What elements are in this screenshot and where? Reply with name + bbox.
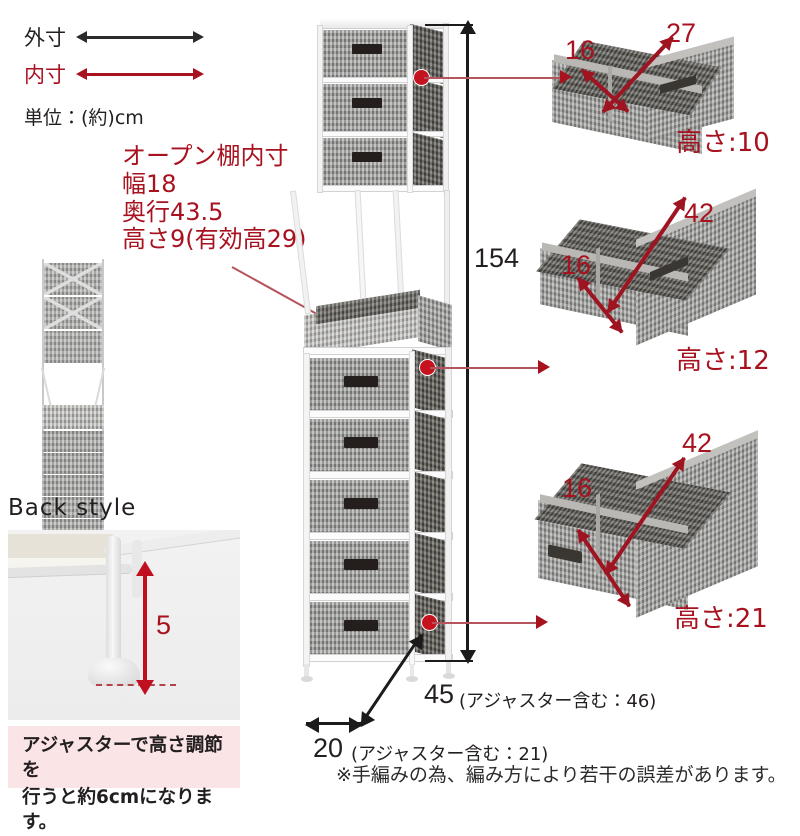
- basket-middle-height-label: 高さ:12: [676, 346, 770, 376]
- basket-middle-depth-value: 42: [684, 198, 715, 228]
- drawer-5-tag: [344, 437, 378, 448]
- drawer-7-tag: [344, 559, 378, 570]
- legend-outer-arrow-icon: [76, 30, 204, 43]
- drawer-2: [322, 84, 410, 132]
- legend-outer-label: 外寸: [24, 26, 66, 50]
- leader-dot-basket-top: [414, 70, 429, 85]
- pink-note-line1: アジャスターで高さ調節を: [22, 735, 223, 781]
- adjuster-gap-value: 5: [156, 610, 172, 640]
- basket-bottom-height-label: 高さ:21: [674, 604, 768, 634]
- drawer-3-tag: [352, 152, 382, 162]
- adjuster-gap-dimension: [136, 561, 154, 695]
- open-shelf-title: オープン棚内寸: [122, 142, 289, 170]
- leader-head-basket-bottom: [536, 615, 548, 629]
- leader-dot-basket-middle: [420, 360, 435, 375]
- open-shelf-spec: オープン棚内寸 幅18 奥行43.5 高さ9(有効高29): [122, 142, 307, 254]
- open-shelf-width: 幅18: [122, 169, 177, 198]
- width-value: 20: [313, 733, 344, 763]
- drawer-6-tag: [344, 498, 378, 509]
- open-shelf-height: 高さ9(有効高29): [122, 225, 307, 254]
- legend-unit-note: 単位：(約)cm: [24, 107, 144, 129]
- legend-inner-label: 内寸: [24, 63, 66, 87]
- basket-bottom-depth-value: 42: [682, 428, 713, 458]
- drawer-8-tag: [344, 620, 378, 631]
- basket-top-depth-value: 27: [666, 18, 697, 48]
- basket-middle-width-value: 16: [561, 250, 592, 280]
- pink-note-line2: 行うと約6cmになります。: [22, 786, 214, 833]
- footnote-text: ※手編みの為、編み方により若干の誤差があります。: [336, 764, 787, 786]
- height-ext-top: [425, 24, 473, 26]
- leader-head-basket-middle: [538, 360, 550, 374]
- open-shelf-depth: 奥行43.5: [122, 197, 224, 226]
- back-style-photo: 5: [8, 530, 240, 720]
- legend-block: 外寸 内寸 単位：(約)cm: [24, 24, 204, 130]
- drawer-1-tag: [352, 44, 382, 54]
- legend-row-outer: 外寸: [24, 24, 204, 50]
- total-height-value: 154: [474, 243, 520, 273]
- leader-basket-bottom: [432, 622, 540, 624]
- back-style-title: Back style: [8, 495, 137, 521]
- back-view-thumbnail: [28, 255, 116, 549]
- legend-row-inner: 内寸: [24, 61, 204, 87]
- main-product-illustration: [291, 18, 480, 688]
- height-ext-bottom: [425, 660, 473, 662]
- pink-note-box: アジャスターで高さ調節を 行うと約6cmになります。: [8, 726, 240, 833]
- open-shelf-basket: [300, 289, 452, 356]
- width-dimension: [305, 716, 363, 733]
- leader-head-basket-top: [560, 70, 572, 84]
- legend-inner-arrow-icon: [76, 67, 204, 80]
- leader-basket-middle: [430, 367, 542, 369]
- basket-top-height-label: 高さ:10: [676, 128, 770, 158]
- drawer-1: [322, 30, 410, 78]
- drawer-3: [322, 138, 410, 186]
- depth-note: (アジャスター含む：46): [459, 691, 657, 712]
- basket-bottom-width-value: 16: [562, 473, 593, 503]
- total-height-dimension: [459, 20, 476, 664]
- depth-value: 45: [424, 679, 455, 709]
- leader-dot-basket-bottom: [422, 615, 437, 630]
- drawer-4-tag: [344, 376, 378, 387]
- width-note: (アジャスター含む：21): [351, 744, 549, 765]
- diagram-canvas: 外寸 内寸 単位：(約)cm オープン棚内寸 幅18 奥行43.5 高さ9(有効…: [0, 0, 800, 800]
- basket-top-width-value: 16: [565, 35, 596, 65]
- drawer-2-tag: [352, 98, 382, 108]
- leader-basket-top: [424, 77, 564, 79]
